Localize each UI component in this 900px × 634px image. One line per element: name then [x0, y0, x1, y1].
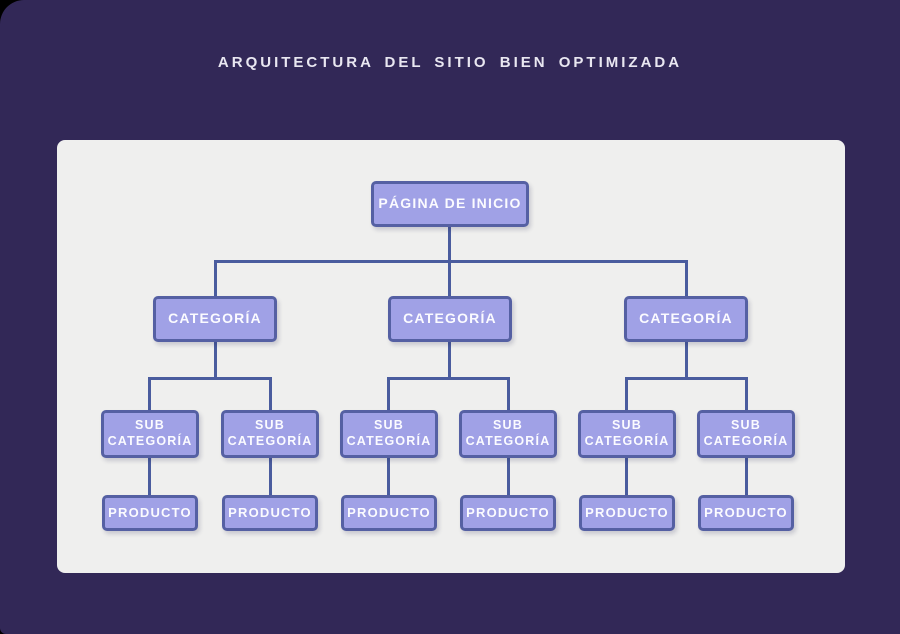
connector-line: [745, 377, 748, 412]
connector-line: [387, 377, 390, 412]
product-node: PRODUCTO: [579, 495, 675, 531]
connector-line: [745, 456, 748, 498]
connector-line: [214, 260, 688, 263]
connector-line: [685, 340, 688, 380]
connector-line: [387, 377, 510, 380]
root-node-home-page: PÁGINA DE INICIO: [371, 181, 529, 227]
connector-line: [507, 377, 510, 412]
subcategory-node: SUB CATEGORÍA: [578, 410, 676, 458]
connector-line: [625, 456, 628, 498]
product-node: PRODUCTO: [460, 495, 556, 531]
connector-line: [507, 456, 510, 498]
product-node: PRODUCTO: [102, 495, 198, 531]
connector-line: [625, 377, 628, 412]
connector-line: [148, 377, 272, 380]
page-title: ARQUITECTURA DEL SITIO BIEN OPTIMIZADA: [217, 54, 683, 71]
connector-line: [448, 340, 451, 380]
connector-line: [214, 260, 217, 298]
subcategory-node: SUB CATEGORÍA: [459, 410, 557, 458]
connector-line: [448, 225, 451, 262]
connector-line: [387, 456, 390, 498]
category-node: CATEGORÍA: [624, 296, 748, 342]
connector-line: [625, 377, 748, 380]
product-node: PRODUCTO: [222, 495, 318, 531]
subcategory-node: SUB CATEGORÍA: [221, 410, 319, 458]
connector-line: [685, 260, 688, 298]
category-node: CATEGORÍA: [153, 296, 277, 342]
connector-line: [148, 377, 151, 412]
connector-line: [269, 377, 272, 412]
product-node: PRODUCTO: [698, 495, 794, 531]
product-node: PRODUCTO: [341, 495, 437, 531]
connector-line: [269, 456, 272, 498]
connector-line: [214, 340, 217, 380]
subcategory-node: SUB CATEGORÍA: [101, 410, 199, 458]
connector-line: [448, 260, 451, 298]
connector-line: [148, 456, 151, 498]
subcategory-node: SUB CATEGORÍA: [697, 410, 795, 458]
subcategory-node: SUB CATEGORÍA: [340, 410, 438, 458]
category-node: CATEGORÍA: [388, 296, 512, 342]
